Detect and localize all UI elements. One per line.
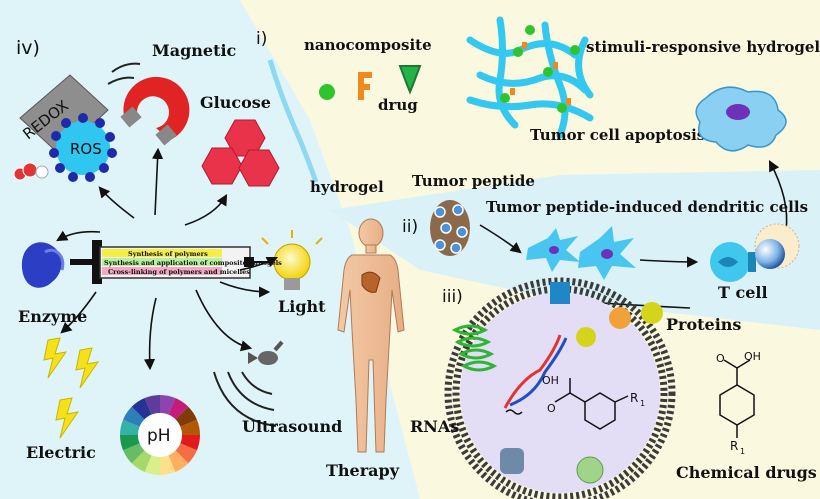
ultrasound-label: Ultrasound	[242, 417, 342, 436]
ph-wheel-segment	[131, 398, 152, 420]
dendritic-cells-label: Tumor peptide-induced dendritic cells	[486, 198, 808, 216]
lipid-vesicle	[444, 277, 676, 499]
chemical-drugs-label: Chemical drugs	[676, 463, 817, 482]
ph-wheel-segment	[160, 395, 176, 415]
ph-wheel-segment	[123, 406, 145, 427]
hydrogel-strand	[267, 59, 319, 183]
benzoic-acid-structure-inner	[554, 378, 629, 430]
ph-wheel-segment	[144, 455, 160, 475]
drug-f-shape	[358, 72, 372, 100]
outer-oh-label: OH	[744, 350, 761, 363]
ros-redox-icon: REDOX ROS	[13, 74, 117, 182]
stimuli-arrows	[56, 147, 279, 371]
proteins-label: Proteins	[666, 315, 741, 334]
therapy-label: Therapy	[326, 461, 400, 480]
panel-iii-label: iii)	[442, 287, 463, 307]
t-cell-icon	[710, 223, 800, 282]
glucose-icon	[201, 119, 280, 187]
rna-squiggle	[505, 409, 523, 415]
syringe-text-1: Synthesis of polymers	[128, 250, 208, 258]
panel-ii-label: ii)	[402, 217, 418, 237]
enzyme-icon	[21, 242, 65, 288]
nanocomposite-label: nanocomposite	[304, 36, 432, 54]
panel-i: i) hydrogel nanocomposite drug stimuli-r…	[256, 16, 820, 231]
t-cell-label: T cell	[718, 283, 768, 302]
ph-wheel-segment	[175, 443, 197, 464]
panel-iii: iii) Proteins	[410, 277, 817, 499]
ph-label: pH	[147, 426, 171, 446]
membrane-channel	[550, 282, 570, 304]
nanocomposite-sphere	[319, 84, 335, 100]
syringe-text-2: Synthesis and application of composite n…	[104, 259, 282, 267]
panel-ii: ii) Tumor peptide Tumor peptide-induced …	[402, 172, 808, 302]
magnet-icon	[107, 62, 190, 146]
apoptotic-tumor-cell	[695, 86, 787, 152]
ph-wheel-segment	[168, 450, 189, 472]
membrane-protein-green	[576, 456, 604, 484]
ph-wheel-segment	[120, 435, 140, 451]
magnetic-label: Magnetic	[152, 41, 237, 60]
benzoic-acid-structure	[719, 359, 755, 438]
human-body-figure	[337, 218, 405, 453]
electric-label: Electric	[26, 443, 96, 462]
panel-i-label: i)	[256, 29, 267, 49]
outer-o-label: O	[716, 352, 725, 365]
tumor-peptide-particle	[430, 200, 470, 256]
outer-r1-sub: 1	[740, 447, 745, 456]
ros-label: ROS	[70, 140, 102, 158]
syringe-text-3: Cross-linking of polymers and micelles	[108, 268, 250, 276]
drug-y-shape	[398, 65, 422, 95]
peptide-to-dc-arrow	[479, 224, 522, 254]
tumor-apoptosis-label: Tumor cell apoptosis	[530, 126, 705, 144]
ph-wheel-segment	[168, 398, 189, 420]
syringe-icon	[70, 240, 272, 284]
drug-loaded-nodes	[500, 25, 580, 113]
inner-r1-label: R	[630, 391, 638, 405]
ultrasound-icon	[213, 340, 284, 427]
electric-icon	[43, 337, 100, 439]
drug-label: drug	[378, 96, 418, 114]
ph-wheel-segment	[180, 419, 200, 435]
ph-wheel-segment	[123, 443, 145, 464]
hydrogel-label: hydrogel	[310, 178, 384, 196]
enzyme-label: Enzyme	[18, 307, 87, 326]
inner-r1-sub: 1	[640, 399, 645, 408]
tcell-to-apoptosis-arrow	[768, 160, 788, 231]
rna-helix-icon	[503, 334, 568, 409]
ph-wheel-segment	[120, 419, 140, 435]
outer-r1-label: R	[730, 439, 738, 453]
ph-wheel-segment	[131, 450, 152, 472]
dendritic-cell-1	[526, 228, 580, 272]
proteins-icon	[576, 302, 663, 347]
panel-iv: iv) REDOX ROS Magnetic	[13, 37, 342, 475]
tumor-peptide-label: Tumor peptide	[412, 172, 535, 190]
dendritic-cell-2	[578, 226, 636, 280]
ph-wheel-segment	[175, 406, 197, 427]
ph-color-wheel: pH	[120, 395, 200, 475]
panel-iv-label: iv)	[16, 37, 40, 59]
membrane-protein-grey	[500, 448, 524, 474]
rnas-label: RNAs	[410, 417, 459, 436]
dc-to-tcell-arrow	[639, 256, 699, 268]
inner-o-label: O	[547, 402, 556, 415]
ph-wheel-segment	[180, 435, 200, 451]
light-label: Light	[278, 297, 326, 316]
ph-wheel-segment	[160, 455, 176, 475]
inner-oh-label: OH	[542, 374, 559, 387]
ph-wheel-segment	[144, 395, 160, 415]
green-coil-icon	[451, 324, 498, 372]
stimuli-hydrogel-label: stimuli-responsive hydrogel	[586, 38, 820, 56]
glucose-label: Glucose	[200, 93, 271, 112]
